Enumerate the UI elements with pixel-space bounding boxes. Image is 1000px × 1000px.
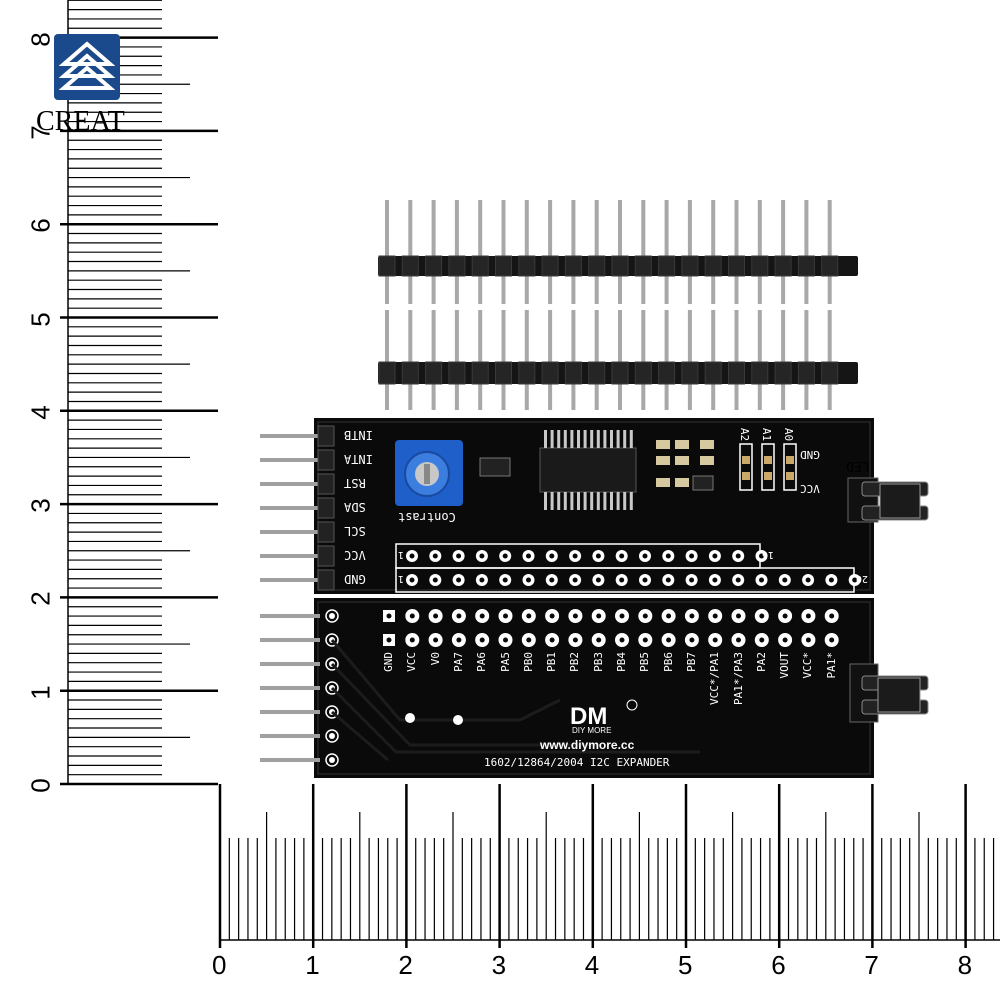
horizontal-ruler-label: 0 (212, 950, 227, 980)
pin-label: VCC*/PA1 (708, 652, 722, 705)
pin-number-20: 20 (856, 573, 869, 584)
gnd-label: GND (800, 448, 820, 461)
pin-label: PB0 (521, 652, 535, 672)
pin-label: PA1* (824, 652, 838, 679)
side-label-inta: INTA (344, 452, 373, 466)
pin-label: PA6 (475, 652, 489, 672)
side-label-rst: RST (344, 476, 366, 490)
horizontal-ruler-label: 3 (491, 950, 507, 980)
side-label-scl: SCL (344, 524, 366, 538)
vertical-ruler-label: 5 (25, 311, 56, 327)
led-jumper (847, 477, 929, 523)
top-board-side-pins (260, 425, 335, 591)
pin-label: GND (382, 652, 395, 672)
vertical-ruler-label: 2 (25, 591, 56, 607)
horizontal-ruler-label: 2 (398, 950, 413, 980)
right-jumper (849, 663, 929, 723)
vertical-ruler (60, 0, 218, 786)
pin-label: VCC (405, 652, 419, 672)
vertical-ruler-label: 0 (25, 778, 56, 793)
product-text: 1602/12864/2004 I2C EXPANDER (484, 756, 670, 769)
horizontal-ruler-label: 4 (584, 950, 600, 980)
side-label-intb: INTB (344, 428, 373, 442)
creat-logo-text: CREAT (36, 106, 125, 137)
addr-label-a2: A2 (738, 427, 752, 442)
pin-label: PB4 (615, 652, 628, 672)
pin-header-strips (378, 200, 858, 410)
horizontal-ruler-label: 8 (957, 950, 973, 980)
side-label-gnd: GND (344, 572, 366, 586)
pin-label: PB7 (684, 652, 698, 672)
bottom-board-through-holes (383, 609, 839, 647)
pin-label: PB2 (568, 652, 582, 672)
pin-label: PA1*/PA3 (731, 652, 745, 705)
addr-label-a1: A1 (760, 427, 774, 442)
vcc-label: VCC (800, 482, 820, 495)
pin-number-16: 16 (762, 549, 775, 560)
vertical-ruler-label: 4 (25, 405, 56, 420)
pin-label: VOUT (778, 652, 792, 679)
horizontal-ruler-label: 7 (864, 950, 879, 980)
brand-text: DIY MORE (572, 726, 612, 735)
contrast-potentiometer (395, 440, 463, 506)
pin-label: PA2 (754, 652, 768, 672)
pin-number-1-bottom: 1 (398, 573, 405, 584)
diymore-logo: DM (570, 699, 638, 730)
website-text: www.diymore.cc (540, 738, 635, 752)
vertical-ruler-label: 8 (25, 31, 56, 47)
pcb-bottom-board: DM (260, 598, 929, 778)
vertical-ruler-label: 1 (25, 684, 56, 700)
pin-label: PB6 (661, 652, 675, 672)
pin-label: PB3 (591, 652, 605, 672)
vertical-ruler-label: 6 (25, 218, 56, 233)
contrast-label: Contrast (398, 510, 456, 524)
address-pads (739, 443, 797, 491)
creat-logo-mark (54, 34, 120, 100)
led-label: LED (846, 458, 870, 473)
pin-number-1-top: 1 (398, 549, 405, 560)
horizontal-ruler-label: 5 (678, 950, 693, 980)
top-board-through-holes (406, 550, 861, 586)
horizontal-ruler-label: 1 (305, 950, 320, 980)
creat-logo: CREAT (36, 32, 146, 142)
addr-label-a0: A0 (782, 427, 796, 442)
pin-label: PB5 (638, 652, 652, 672)
horizontal-ruler (218, 784, 1000, 948)
io-expander-chip (539, 430, 637, 510)
pin-label: V0 (428, 652, 442, 666)
pin-label: PA7 (451, 652, 465, 672)
side-label-sda: SDA (344, 500, 366, 514)
pin-label: VCC* (801, 652, 815, 679)
pcb-top-board (260, 418, 929, 594)
side-label-vcc: VCC (344, 548, 366, 562)
pin-label: PB1 (545, 652, 559, 672)
smd-components (479, 440, 714, 491)
vertical-ruler-label: 3 (25, 498, 56, 513)
horizontal-ruler-label: 6 (771, 950, 786, 980)
vertical-ruler-label: 7 (25, 125, 56, 140)
svg-text:DM: DM (570, 703, 607, 730)
pin-label: PA5 (498, 652, 512, 672)
